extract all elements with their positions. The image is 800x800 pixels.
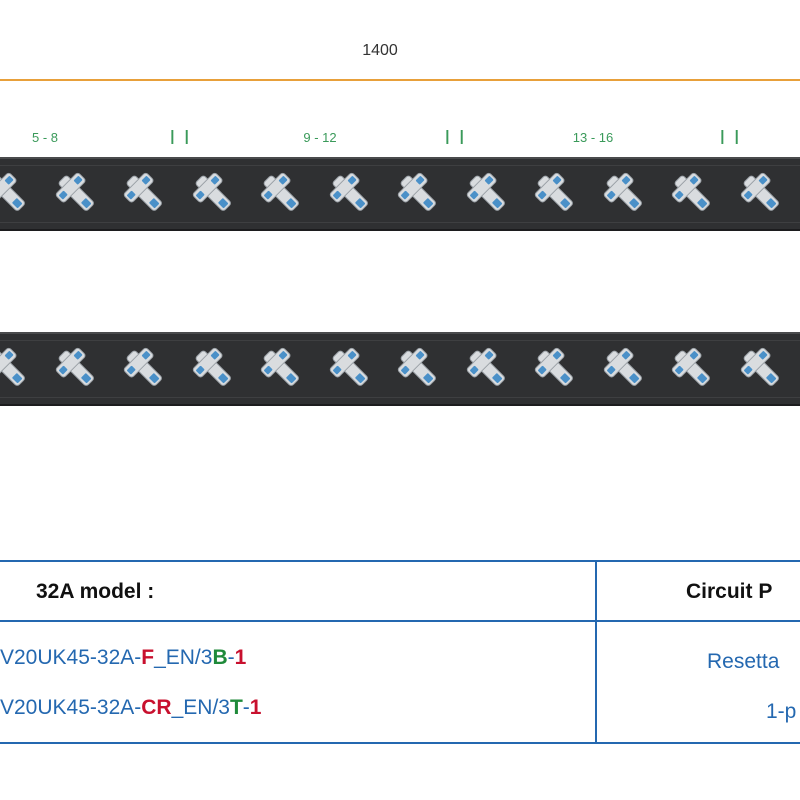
lower-power-strip — [0, 332, 800, 406]
socket-icon — [534, 172, 573, 211]
socket-icon — [397, 347, 436, 386]
group-separator: | | — [170, 128, 192, 145]
model-code-segment: V20UK45-32A- — [0, 646, 142, 669]
socket-icon — [740, 172, 779, 211]
uk-outlet-socket — [51, 169, 103, 219]
socket-icon — [123, 347, 162, 386]
model-code-segment: CR — [141, 696, 172, 719]
uk-outlet-socket — [51, 344, 103, 394]
header-circuit-protection: Circuit P — [686, 580, 773, 603]
uk-outlet-socket — [188, 344, 240, 394]
uk-outlet-socket — [119, 169, 171, 219]
uk-outlet-socket — [0, 169, 34, 219]
model-code-f: V20UK45-32A-F_EN/3B-1 — [0, 646, 246, 670]
socket-icon — [534, 347, 573, 386]
socket-icon — [740, 347, 779, 386]
uk-outlet-socket — [0, 344, 34, 394]
socket-icon — [329, 172, 368, 211]
socket-icon — [466, 347, 505, 386]
socket-icon — [603, 347, 642, 386]
socket-icon — [123, 172, 162, 211]
uk-outlet-socket — [119, 344, 171, 394]
header-model: 32A model : — [36, 580, 155, 603]
model-code-segment: F — [141, 646, 155, 669]
model-code-segment: - — [227, 646, 235, 669]
uk-outlet-socket — [736, 169, 788, 219]
uk-outlet-socket — [599, 169, 651, 219]
uk-outlet-socket — [667, 344, 719, 394]
socket-icon — [260, 172, 299, 211]
group-separator: | | — [445, 128, 467, 145]
model-code-cr: V20UK45-32A-CR_EN/3T-1 — [0, 696, 261, 720]
model-code-segment: V20UK45-32A- — [0, 696, 142, 719]
socket-icon — [603, 172, 642, 211]
upper-power-strip — [0, 157, 800, 231]
uk-outlet-socket — [325, 169, 377, 219]
socket-icon — [260, 347, 299, 386]
model-code-segment: _EN/3 — [171, 696, 230, 719]
uk-outlet-socket — [393, 344, 445, 394]
uk-outlet-socket — [667, 169, 719, 219]
model-code-segment: 1 — [249, 696, 262, 719]
model-code-segment: T — [229, 696, 243, 719]
uk-outlet-socket — [736, 344, 788, 394]
protection-1-pole: 1-p — [766, 700, 797, 723]
model-code-segment: _EN/3 — [154, 646, 213, 669]
uk-outlet-socket — [462, 169, 514, 219]
table-column-divider — [595, 562, 597, 742]
dimension-line — [0, 79, 800, 81]
uk-outlet-socket — [188, 169, 240, 219]
socket-icon — [0, 347, 25, 386]
socket-icon — [192, 172, 231, 211]
socket-icon — [671, 347, 710, 386]
model-code-segment: B — [212, 646, 228, 669]
uk-outlet-socket — [256, 169, 308, 219]
outlet-group-label: 13 - 16 — [572, 130, 614, 145]
socket-icon — [192, 347, 231, 386]
socket-icon — [55, 172, 94, 211]
group-separator: | | — [720, 128, 742, 145]
socket-icon — [466, 172, 505, 211]
uk-outlet-socket — [462, 344, 514, 394]
outlet-group-label: 9 - 12 — [303, 130, 337, 145]
socket-icon — [0, 172, 25, 211]
outlet-group-label: 5 - 8 — [31, 130, 58, 145]
uk-outlet-socket — [393, 169, 445, 219]
uk-outlet-socket — [599, 344, 651, 394]
uk-outlet-socket — [530, 169, 582, 219]
socket-icon — [671, 172, 710, 211]
table-header-row — [0, 562, 800, 622]
protection-resettable: Resetta — [707, 650, 780, 673]
uk-outlet-socket — [325, 344, 377, 394]
model-code-segment: - — [242, 696, 250, 719]
socket-icon — [55, 347, 94, 386]
uk-outlet-socket — [256, 344, 308, 394]
socket-icon — [397, 172, 436, 211]
model-table: 32A model : Circuit P V20UK45-32A-F_EN/3… — [0, 560, 800, 744]
uk-outlet-socket — [530, 344, 582, 394]
model-code-segment: 1 — [234, 646, 247, 669]
dimension-label: 1400 — [362, 42, 398, 59]
socket-icon — [329, 347, 368, 386]
